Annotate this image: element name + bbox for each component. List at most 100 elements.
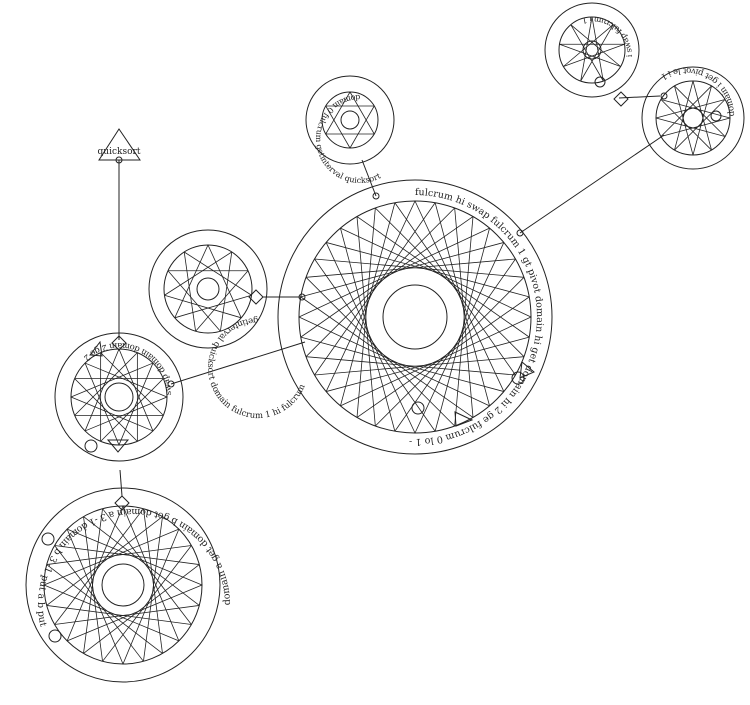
star-chord <box>325 91 351 135</box>
main-circle-text: fulcrum hi swap fulcrum 1 gt pivot domai… <box>409 187 545 447</box>
circle-glyph-icon <box>48 629 62 643</box>
star-chord <box>66 584 203 642</box>
star-chord <box>591 16 604 82</box>
quicksort-node: quicksort <box>98 128 141 164</box>
circle-glyph-icon <box>511 371 525 385</box>
top-star-pattern <box>325 91 375 149</box>
star-chord <box>356 207 376 418</box>
star-chord <box>74 378 138 442</box>
star-chord <box>102 545 192 662</box>
star-chord <box>356 216 530 338</box>
star-chord <box>83 516 103 662</box>
swap-domain-circle: swap domain domain 2 ge 2 <box>54 332 184 462</box>
star-chord <box>54 508 144 625</box>
junction-markers <box>41 76 722 643</box>
star-chord <box>394 202 516 376</box>
star-chord <box>183 251 252 296</box>
star-chord <box>183 251 196 332</box>
star-chord <box>570 24 621 67</box>
bottom-circle: domain a get domain b get domain a 3 -1 … <box>25 487 233 683</box>
star-chord <box>167 270 221 332</box>
top-circle: domain 0 fulcrum getinterval quicksort <box>305 75 395 185</box>
diamond-icon <box>248 289 264 305</box>
diamond-icon <box>613 91 629 107</box>
star-chord <box>454 207 474 418</box>
triangle-icon <box>89 340 103 357</box>
star-chord <box>122 505 180 642</box>
star-chord <box>195 270 249 332</box>
star-chord <box>46 545 192 565</box>
diamond-icon <box>111 335 127 351</box>
star-chord <box>54 545 144 662</box>
circle-glyph-icon <box>594 76 606 88</box>
star-chord <box>122 528 180 665</box>
star-chord <box>325 105 351 149</box>
port-icon <box>167 380 175 388</box>
star-chord <box>300 216 474 338</box>
star-chord <box>305 277 455 427</box>
star-chord <box>46 605 192 625</box>
star-chord <box>580 24 614 82</box>
star-chord <box>356 216 376 427</box>
main-star-pattern <box>298 200 532 434</box>
quicksort-label: quicksort <box>98 147 141 157</box>
star-chord <box>305 207 455 357</box>
star-chord <box>43 584 180 642</box>
getinterval-star-pattern <box>164 244 252 332</box>
swap-star-pattern <box>70 348 168 446</box>
star-chord <box>54 605 200 625</box>
star-chord <box>314 258 525 278</box>
star-chord <box>54 545 200 565</box>
circle-glyph-icon <box>411 401 425 415</box>
top-circle-label: domain 0 fulcrum getinterval quicksort <box>314 93 383 185</box>
star-chord <box>70 396 154 432</box>
star-chord <box>143 516 163 662</box>
swap-fulcrum-circle: i swap fulcrum i 1 <box>544 2 640 98</box>
swap-fulcrum-text: i swap fulcrum i 1 <box>581 15 634 57</box>
star-chord <box>46 564 163 654</box>
star-chord <box>84 362 120 446</box>
star-chord <box>174 244 209 318</box>
star-chord <box>375 207 525 357</box>
star-chord <box>298 227 490 318</box>
swap-fulcrum-star-pattern <box>559 16 625 82</box>
star-chord <box>174 294 252 319</box>
star-chord <box>100 378 164 442</box>
star-chord <box>300 242 504 298</box>
triangle-icon <box>454 411 474 427</box>
star-chord <box>83 516 200 606</box>
star-chord <box>454 216 474 427</box>
star-chord <box>66 528 203 586</box>
star-chord <box>349 91 375 135</box>
star-chord <box>220 251 233 332</box>
triangle-icon <box>519 361 535 379</box>
star-chord <box>305 258 516 278</box>
star-chord <box>66 528 124 665</box>
star-chord <box>70 362 154 398</box>
swap-fulcrum-label: i swap fulcrum i 1 <box>581 15 634 57</box>
port-icon <box>660 92 668 100</box>
connector-lines <box>118 95 665 497</box>
star-chord <box>559 43 621 67</box>
star-chord <box>143 508 163 654</box>
star-chord <box>207 244 242 318</box>
circle-glyph-icon <box>710 110 722 122</box>
circle-glyph-icon <box>84 439 98 453</box>
star-chord <box>84 396 168 432</box>
circle-glyph-icon <box>41 532 55 546</box>
star-chord <box>580 16 593 82</box>
star-chord <box>563 24 614 67</box>
star-chord <box>305 356 516 376</box>
star-chord <box>66 505 124 642</box>
star-chord <box>118 348 154 432</box>
star-chord <box>74 352 138 416</box>
port-icon <box>516 229 524 237</box>
star-chord <box>84 362 168 398</box>
port-icon <box>372 192 380 200</box>
diamond-icon <box>114 495 130 511</box>
star-chord <box>326 242 530 298</box>
triangle-icon <box>106 439 130 453</box>
star-chord <box>118 362 154 446</box>
star-chord <box>164 294 242 319</box>
